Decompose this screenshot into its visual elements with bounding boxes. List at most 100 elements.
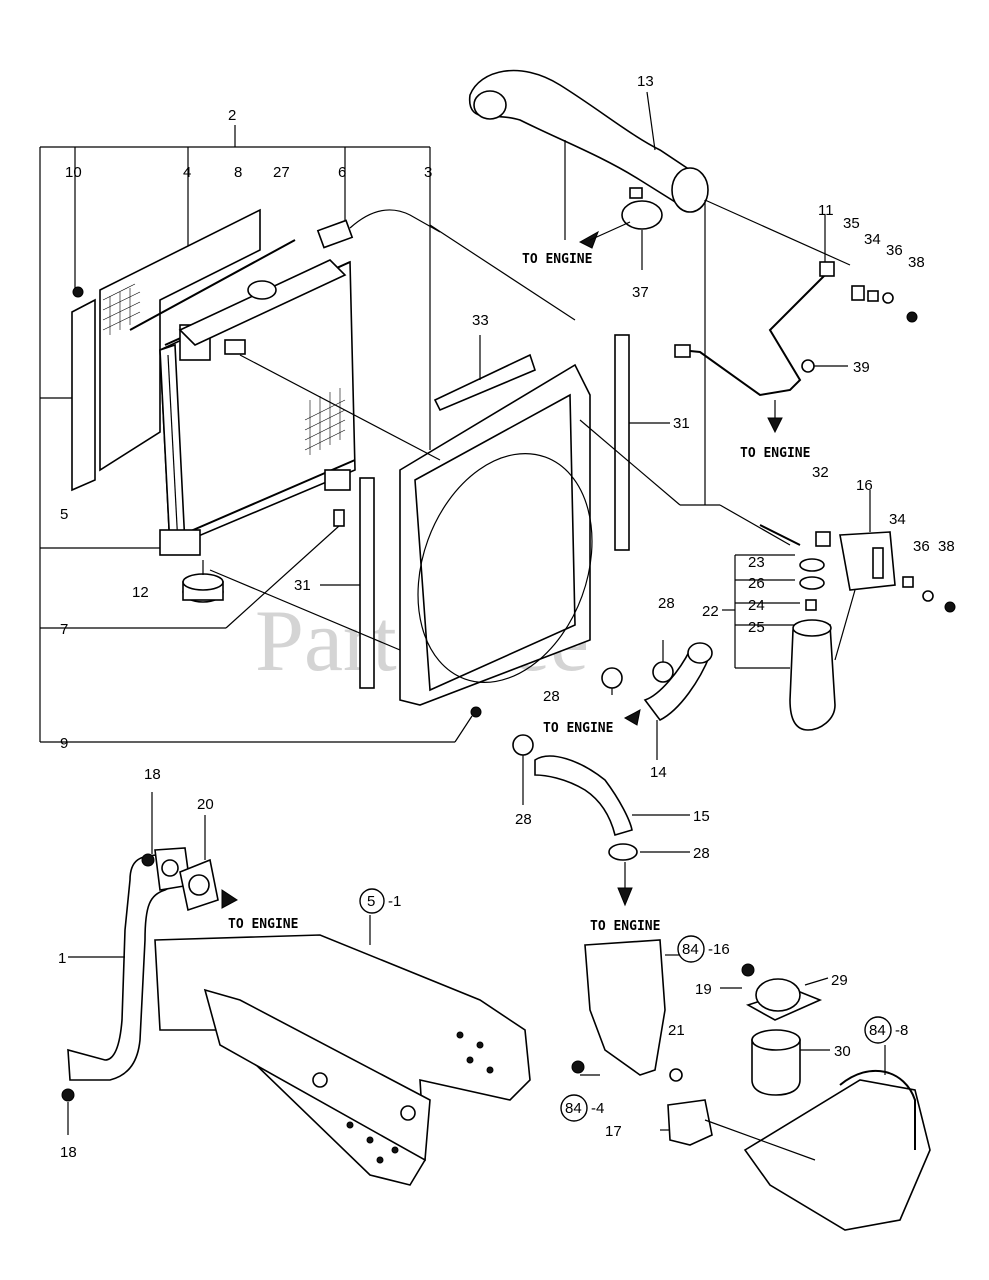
callout-labels: 2 10 4 8 27 6 3 13 11 35 34 36 38 37 33 … — [58, 73, 955, 1161]
svg-text:-1: -1 — [388, 893, 401, 910]
callout-18a: 18 — [144, 766, 161, 783]
callout-11: 11 — [818, 202, 834, 219]
clamp-28-a — [601, 667, 623, 695]
bolt-18-top — [141, 792, 155, 867]
assembly-bracket — [39, 125, 431, 742]
radiator-core — [129, 239, 356, 556]
callout-28d: 28 — [693, 845, 710, 862]
callout-36a: 36 — [886, 242, 903, 259]
callout-27: 27 — [273, 164, 290, 181]
fuel-filter-30 — [751, 1029, 830, 1096]
callout-38a: 38 — [908, 254, 925, 271]
callout-36b: 36 — [913, 538, 930, 555]
to-engine-note-2 — [623, 709, 641, 726]
callout-33: 33 — [472, 312, 489, 329]
seal-31-right — [614, 334, 670, 551]
callout-5: 5 — [60, 506, 68, 523]
callout-26: 26 — [748, 575, 765, 592]
callout-28c: 28 — [515, 811, 532, 828]
side-plate — [71, 286, 96, 492]
screen-part-4 — [99, 208, 261, 472]
bolt-18-bottom — [61, 1088, 75, 1135]
callout-10: 10 — [65, 164, 82, 181]
leader-lines — [209, 224, 791, 651]
svg-text:-16: -16 — [708, 941, 730, 958]
bracket-22 — [722, 554, 800, 669]
clamp-28-c — [512, 734, 534, 805]
clamp-37 — [621, 187, 663, 270]
bracket-16 — [834, 490, 896, 661]
fuel-cover-bracket — [584, 939, 680, 1076]
callout-1: 1 — [58, 950, 66, 967]
to-engine-note-1 — [564, 140, 631, 249]
to-engine-labels: TO ENGINE TO ENGINE TO ENGINE TO ENGINE … — [228, 252, 810, 934]
svg-text:5: 5 — [367, 893, 375, 910]
to-engine-label-3: TO ENGINE — [543, 721, 613, 736]
ref-84-8: 84 -8 — [864, 1016, 908, 1044]
to-engine-label-4: TO ENGINE — [228, 917, 298, 932]
fuel-filter-head-29 — [745, 977, 829, 1021]
callout-4: 4 — [183, 164, 191, 181]
nut-21 — [669, 1068, 683, 1082]
fan-shroud-3 — [399, 353, 593, 706]
callout-9: 9 — [60, 735, 68, 752]
bracket-11 — [674, 199, 851, 505]
overflow-hose-32 — [759, 524, 831, 547]
callout-15: 15 — [693, 808, 710, 825]
callout-39: 39 — [853, 359, 870, 376]
hardware-bottom — [902, 576, 956, 613]
callout-25: 25 — [748, 619, 765, 636]
to-engine-note-3 — [617, 862, 633, 907]
callout-24: 24 — [748, 597, 765, 614]
to-engine-label-5: TO ENGINE — [590, 919, 660, 934]
callout-13: 13 — [637, 73, 654, 90]
svg-text:84: 84 — [565, 1100, 582, 1117]
reserve-tank — [789, 558, 836, 731]
core-mesh — [304, 388, 346, 455]
rubber-mount-12 — [182, 560, 224, 603]
callout-31b: 31 — [294, 577, 311, 594]
callout-21: 21 — [668, 1022, 685, 1039]
svg-text:84: 84 — [869, 1022, 886, 1039]
drain-plug-7 — [40, 509, 345, 629]
callout-7: 7 — [60, 621, 68, 638]
to-engine-label-2: TO ENGINE — [740, 446, 810, 461]
callout-16: 16 — [856, 477, 873, 494]
gasket-20 — [179, 815, 219, 912]
clamp-28-d — [608, 843, 690, 861]
ref-84-16: 84 -16 — [677, 935, 730, 963]
svg-text:-4: -4 — [591, 1100, 604, 1117]
callout-17: 17 — [605, 1123, 622, 1140]
screen-mesh — [102, 283, 141, 335]
to-engine-note-4 — [221, 889, 238, 909]
callout-2: 2 — [228, 107, 236, 124]
callout-14: 14 — [650, 764, 667, 781]
hose-6 — [316, 209, 441, 249]
seal-31-left — [320, 477, 375, 689]
clamp-28-b — [652, 640, 674, 683]
callout-28b: 28 — [543, 688, 560, 705]
callout-31a: 31 — [673, 415, 690, 432]
callout-37: 37 — [632, 284, 649, 301]
callout-3: 3 — [424, 164, 432, 181]
hose-14 — [643, 642, 713, 760]
lower-frame — [704, 1045, 931, 1231]
callout-12: 12 — [132, 584, 149, 601]
radiator-cap — [247, 280, 277, 300]
bolt-19 — [720, 963, 755, 989]
callout-30: 30 — [834, 1043, 851, 1060]
callout-34b: 34 — [889, 511, 906, 528]
nut-84-4 — [571, 1060, 600, 1076]
frame-part — [154, 915, 531, 1186]
bolt-9 — [40, 706, 482, 743]
callout-20: 20 — [197, 796, 214, 813]
callout-35: 35 — [843, 215, 860, 232]
bracket-17 — [660, 1099, 713, 1146]
ref-5-1: 5 -1 — [359, 888, 401, 914]
callout-34a: 34 — [864, 231, 881, 248]
upper-hose-13 — [468, 69, 709, 213]
svg-text:-8: -8 — [895, 1022, 908, 1039]
ref-84-4: 84 -4 — [560, 1094, 604, 1122]
